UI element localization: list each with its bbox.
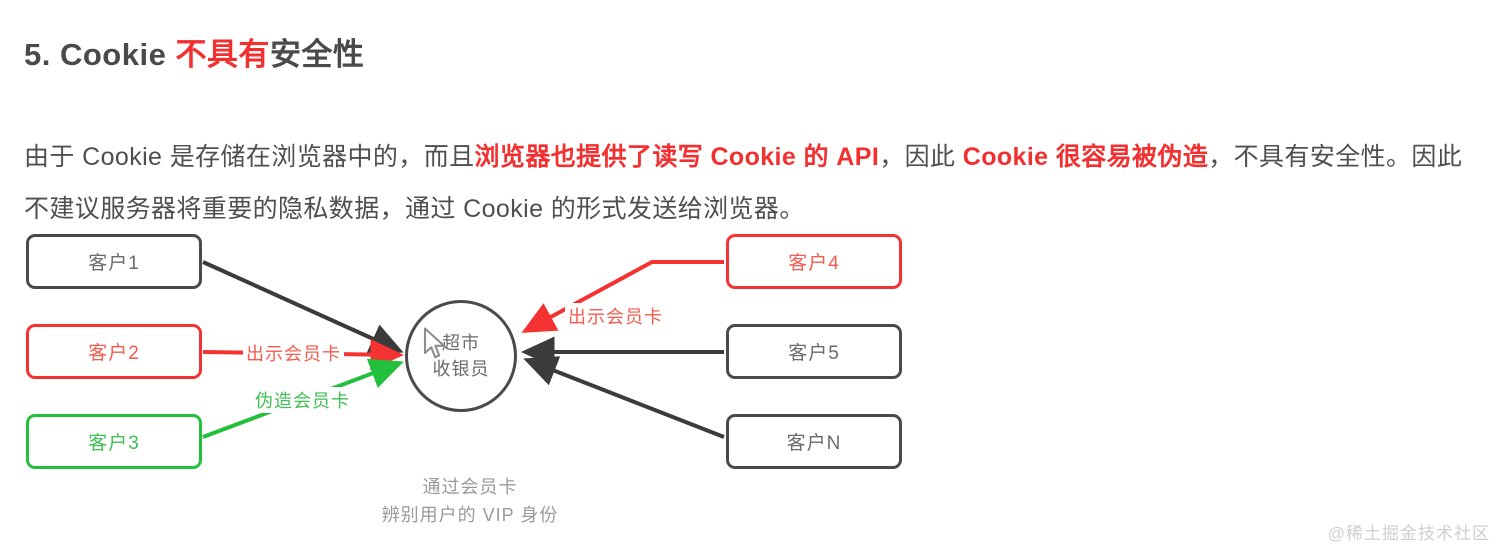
edge-label-show-card-left: 出示会员卡 bbox=[243, 340, 344, 366]
node-client-2-label: 客户2 bbox=[88, 343, 140, 364]
diagram-caption: 通过会员卡 辨别用户的 VIP 身份 bbox=[340, 473, 600, 529]
hub-label-line1: 超市 bbox=[442, 333, 480, 353]
watermark: @稀土掘金技术社区 bbox=[1327, 524, 1490, 543]
paragraph-segment-1: 由于 Cookie 是存储在浏览器中的，而且 bbox=[24, 143, 475, 171]
page-title-accent: 不具有 bbox=[175, 36, 270, 72]
node-client-3[interactable]: 客户3 bbox=[26, 414, 202, 469]
paragraph-segment-2: ，因此 bbox=[879, 143, 963, 171]
node-client-n[interactable]: 客户N bbox=[726, 414, 902, 469]
page-title-suffix: 安全性 bbox=[269, 36, 365, 72]
edge-clientn-to-hub bbox=[523, 356, 725, 439]
diagram-caption-line1: 通过会员卡 bbox=[422, 477, 518, 497]
node-client-4-label: 客户4 bbox=[788, 253, 840, 274]
page-title-prefix: 5. Cookie bbox=[24, 36, 176, 72]
node-client-5[interactable]: 客户5 bbox=[726, 324, 902, 379]
paragraph-highlight-1: 浏览器也提供了读写 Cookie 的 API bbox=[474, 143, 880, 171]
node-client-3-label: 客户3 bbox=[88, 433, 140, 454]
edge-label-forge-card: 伪造会员卡 bbox=[252, 387, 353, 413]
node-client-1[interactable]: 客户1 bbox=[26, 234, 202, 289]
node-client-1-label: 客户1 bbox=[88, 253, 140, 274]
edge-label-show-card-left-text: 出示会员卡 bbox=[246, 344, 341, 364]
body-paragraph: 由于 Cookie 是存储在浏览器中的，而且浏览器也提供了读写 Cookie 的… bbox=[24, 131, 1476, 235]
diagram-caption-line2: 辨别用户的 VIP 身份 bbox=[381, 505, 559, 525]
edge-client1-to-hub bbox=[202, 260, 404, 354]
edge-label-show-card-right: 出示会员卡 bbox=[565, 303, 666, 329]
page-title: 5. Cookie 不具有安全性 bbox=[24, 29, 364, 74]
node-client-2[interactable]: 客户2 bbox=[26, 324, 202, 379]
edge-label-forge-card-text: 伪造会员卡 bbox=[255, 391, 350, 411]
node-client-4[interactable]: 客户4 bbox=[726, 234, 902, 289]
hub-label-line2: 收银员 bbox=[432, 359, 490, 379]
paragraph-highlight-2: Cookie 很容易被伪造 bbox=[962, 143, 1209, 171]
node-cashier-hub[interactable]: 超市 收银员 bbox=[405, 300, 517, 412]
node-client-n-label: 客户N bbox=[786, 433, 842, 454]
edge-label-show-card-right-text: 出示会员卡 bbox=[568, 307, 663, 327]
node-client-5-label: 客户5 bbox=[788, 343, 840, 364]
membership-card-diagram: 客户1 客户2 客户3 客户4 客户5 客户N 超市 收银员 出示会员卡 伪造会… bbox=[0, 215, 1000, 545]
paragraph-segment-3: ，不具有安全性。因此不建议服务器将重要的隐私数据，通过 Cookie 的形式发送… bbox=[24, 143, 1463, 223]
